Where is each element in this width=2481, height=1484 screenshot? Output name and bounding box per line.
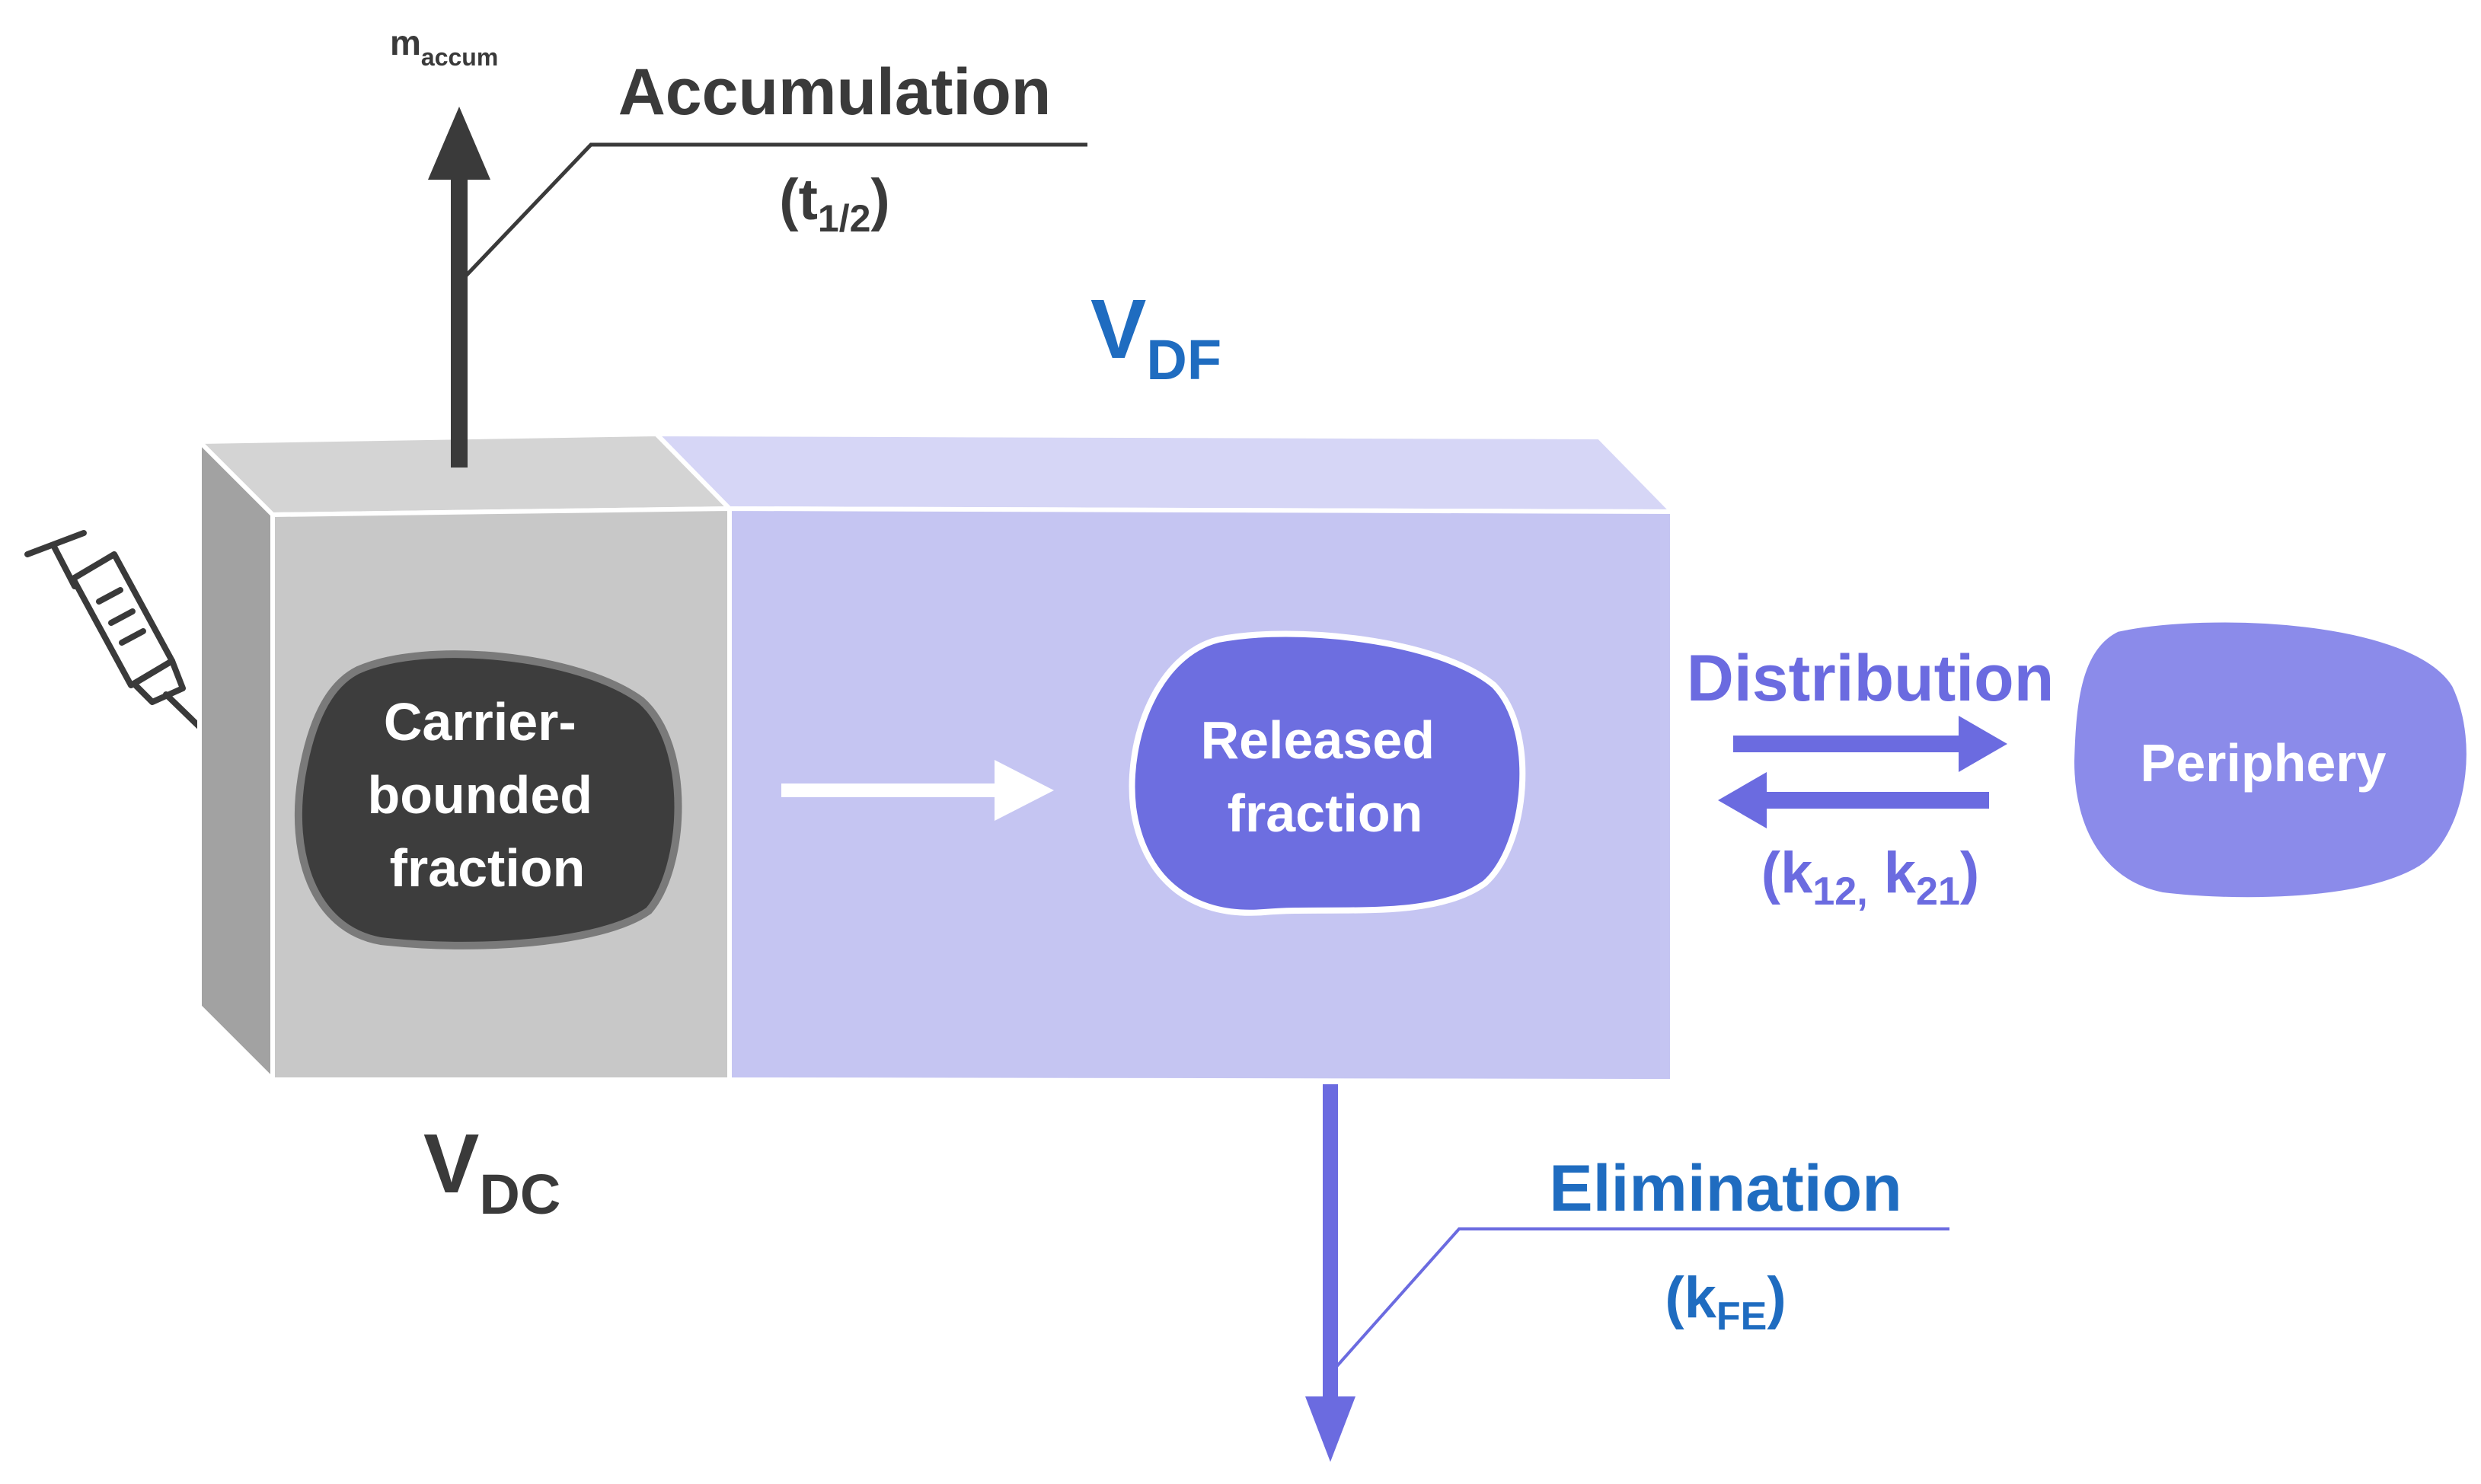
elimination-leader-line xyxy=(1334,1227,1949,1369)
accumulation-arrow xyxy=(428,107,490,468)
distribution-label: Distribution xyxy=(1687,642,2055,715)
accumulation-leader-line xyxy=(465,142,1087,277)
release-arrow xyxy=(781,760,1054,821)
distribution-forward-arrow xyxy=(1733,716,2007,772)
v-df-label: VDF xyxy=(1090,282,1221,391)
k12-k21-label: (k12, k21) xyxy=(1761,841,1979,914)
elimination-arrow xyxy=(1305,1084,1355,1462)
periphery-label: Periphery xyxy=(2141,733,2387,793)
distribution-backward-arrow xyxy=(1718,772,1989,828)
released-fraction-blob xyxy=(1129,630,1526,916)
carrier-bounded-blob xyxy=(294,650,682,949)
carrier-bounded-label: Carrier- bounded fraction xyxy=(368,692,608,898)
periphery-blob xyxy=(2068,616,2473,904)
k-fe-label: (kFE) xyxy=(1665,1265,1786,1339)
elimination-label: Elimination xyxy=(1549,1152,1901,1225)
carrier-compartment-side xyxy=(197,436,275,1086)
syringe-icon xyxy=(24,530,219,746)
v-dc-label: VDC xyxy=(423,1117,560,1226)
released-compartment-top xyxy=(650,431,1678,515)
half-life-label: (t1/2) xyxy=(779,168,889,240)
released-fraction-label: Released fraction xyxy=(1201,710,1450,843)
accumulation-label: Accumulation xyxy=(618,56,1052,129)
m-accum-label: maccum xyxy=(390,23,498,71)
